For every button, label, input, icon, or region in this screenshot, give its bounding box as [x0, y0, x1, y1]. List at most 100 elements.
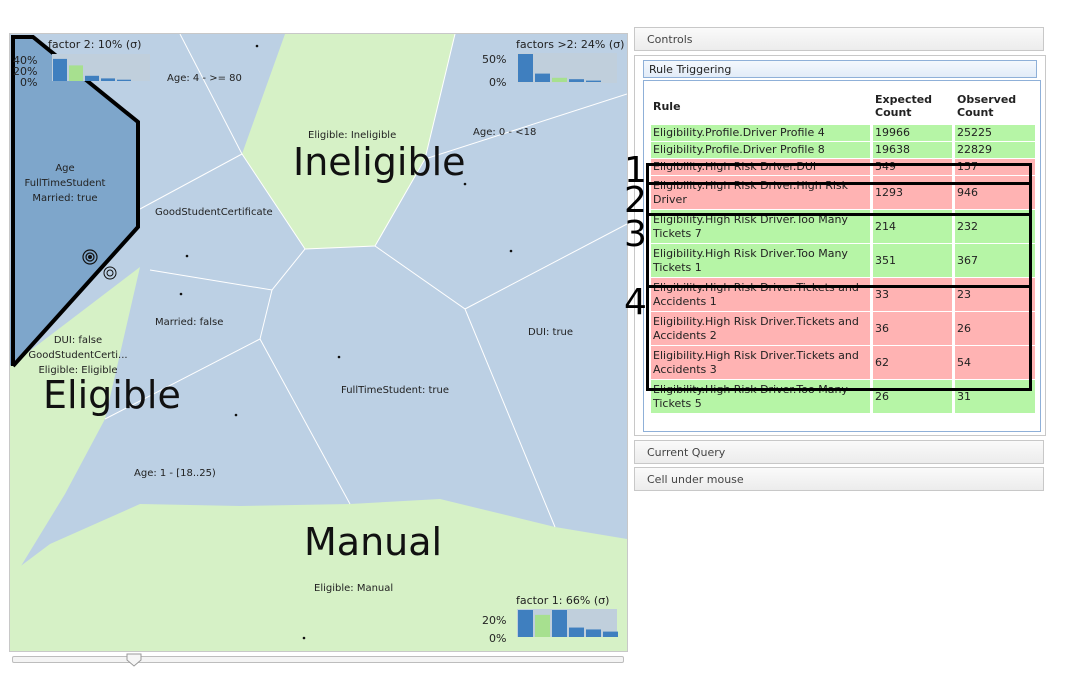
cell-under-mouse-label: Cell under mouse [647, 473, 744, 486]
table-row[interactable]: Eligibility.High Risk Driver.Too Many Ti… [651, 244, 1035, 277]
annotation-number: 2 [624, 180, 647, 221]
cell-label: Eligible: Ineligible [308, 130, 396, 141]
histogram-factor2: factor 2: 10% (σ) 40% 20% 0% [13, 38, 150, 89]
region-manual[interactable] [10, 499, 627, 651]
observed-count-cell: 946 [952, 176, 1035, 209]
cell-borders [104, 34, 627, 528]
histogram-bar [586, 629, 601, 637]
column-header-rule[interactable]: Rule [653, 99, 681, 113]
expected-count-cell: 19638 [870, 142, 952, 158]
histogram-bar [586, 80, 601, 82]
histogram-bar [603, 631, 618, 637]
cell-label: Eligible: Manual [314, 583, 393, 594]
cell-label: Age: 0 - <18 [473, 127, 536, 138]
expected-count-cell: 33 [870, 278, 952, 311]
histogram-background [52, 54, 150, 81]
histogram-bar [69, 65, 83, 81]
cell-under-mouse-panel-header[interactable]: Cell under mouse [634, 467, 1044, 491]
histogram-bar [535, 614, 550, 637]
slider-thumb[interactable] [126, 653, 142, 667]
histogram-title: factors >2: 24% (σ) [516, 38, 624, 51]
annotation-number: 1 [624, 150, 647, 191]
histogram-tick: 50% [482, 53, 506, 66]
rule-triggering-label: Rule Triggering [649, 63, 732, 76]
current-query-panel-header[interactable]: Current Query [634, 440, 1044, 464]
histogram-tick: 20% [13, 65, 37, 78]
cell-label: GoodStudentCerti... [28, 350, 127, 361]
observed-count-cell: 25225 [952, 125, 1035, 141]
rule-name-cell: Eligibility.Profile.Driver Profile 8 [651, 142, 870, 158]
region-eligible[interactable] [10, 267, 140, 584]
histogram-factors-gt2: factors >2: 24% (σ) 50% 0% [482, 38, 624, 89]
table-row[interactable]: Eligibility.High Risk Driver.Tickets and… [651, 312, 1035, 345]
observed-count-cell: 31 [952, 380, 1035, 413]
observed-count-cell: 26 [952, 312, 1035, 345]
histogram-tick: 0% [489, 632, 506, 645]
target-marker-icon[interactable] [82, 249, 117, 280]
annotation-box-4 [646, 285, 1032, 391]
annotation-number: 3 [624, 214, 647, 255]
observed-count-cell: 23 [952, 278, 1035, 311]
histogram-bar [101, 78, 115, 81]
controls-panel-header[interactable]: Controls [634, 27, 1044, 51]
expected-count-cell: 26 [870, 380, 952, 413]
table-row[interactable]: Eligibility.High Risk Driver.Tickets and… [651, 278, 1035, 311]
histogram-bar [85, 75, 99, 81]
cell-label: Age: 4 - >= 80 [167, 73, 242, 84]
cell-label: FullTimeStudent [25, 178, 106, 189]
histogram-factor1: factor 1: 66% (σ) 20% 0% [482, 594, 618, 645]
histogram-tick: 40% [13, 54, 37, 67]
rule-name-cell: Eligibility.High Risk Driver.High Risk D… [651, 176, 870, 209]
cell-label: Married: false [155, 317, 223, 328]
rule-triggering-header[interactable]: Rule Triggering [643, 60, 1037, 78]
selected-cell[interactable] [10, 37, 138, 366]
current-query-label: Current Query [647, 446, 726, 459]
cell-label: DUI: true [528, 327, 573, 338]
annotation-number: 4 [624, 282, 647, 323]
histogram-bar [535, 73, 550, 82]
voronoi-map[interactable]: Age: 4 - >= 80 Eligible: Ineligible Age:… [9, 33, 628, 652]
controls-label: Controls [647, 33, 693, 46]
rule-name-cell: Eligibility.High Risk Driver.Too Many Ti… [651, 244, 870, 277]
region-ineligible[interactable] [242, 34, 455, 249]
cell-label: GoodStudentCertificate [155, 207, 273, 218]
histogram-title: factor 1: 66% (σ) [516, 594, 609, 607]
annotation-box-2 [646, 182, 1032, 216]
table-row[interactable]: Eligibility.High Risk Driver.High Risk D… [651, 176, 1035, 209]
region-label-eligible: Eligible [43, 373, 181, 417]
rule-name-cell: Eligibility.Profile.Driver Profile 4 [651, 125, 870, 141]
cell-label: FullTimeStudent: true [341, 385, 449, 396]
histogram-bar [53, 58, 67, 81]
rule-name-cell: Eligibility.High Risk Driver.Tickets and… [651, 312, 870, 345]
histogram-bar [552, 610, 567, 637]
cell-centroids [179, 44, 513, 640]
histogram-bar [117, 79, 131, 81]
table-row[interactable]: Eligibility.High Risk Driver.Too Many Ti… [651, 380, 1035, 413]
cell-label: Age: 1 - [18..25) [134, 468, 216, 479]
expected-count-cell: 351 [870, 244, 952, 277]
histogram-tick: 0% [20, 76, 37, 89]
rule-name-cell: Eligibility.High Risk Driver.Tickets and… [651, 346, 870, 379]
histogram-title: factor 2: 10% (σ) [48, 38, 141, 51]
histogram-bar [569, 627, 584, 637]
cell-label: Eligible: Eligible [38, 365, 117, 376]
histogram-bar [552, 77, 567, 82]
cell-label: DUI: false [54, 335, 102, 346]
expected-count-cell: 19966 [870, 125, 952, 141]
rule-name-cell: Eligibility.High Risk Driver.Tickets and… [651, 278, 870, 311]
expected-count-cell: 62 [870, 346, 952, 379]
observed-count-cell: 54 [952, 346, 1035, 379]
histogram-bar [518, 54, 533, 82]
table-row[interactable]: Eligibility.High Risk Driver.Tickets and… [651, 346, 1035, 379]
annotation-box-3 [646, 213, 1032, 288]
expected-count-cell: 36 [870, 312, 952, 345]
rule-name-cell: Eligibility.High Risk Driver.Too Many Ti… [651, 380, 870, 413]
slider-track[interactable] [12, 656, 624, 663]
